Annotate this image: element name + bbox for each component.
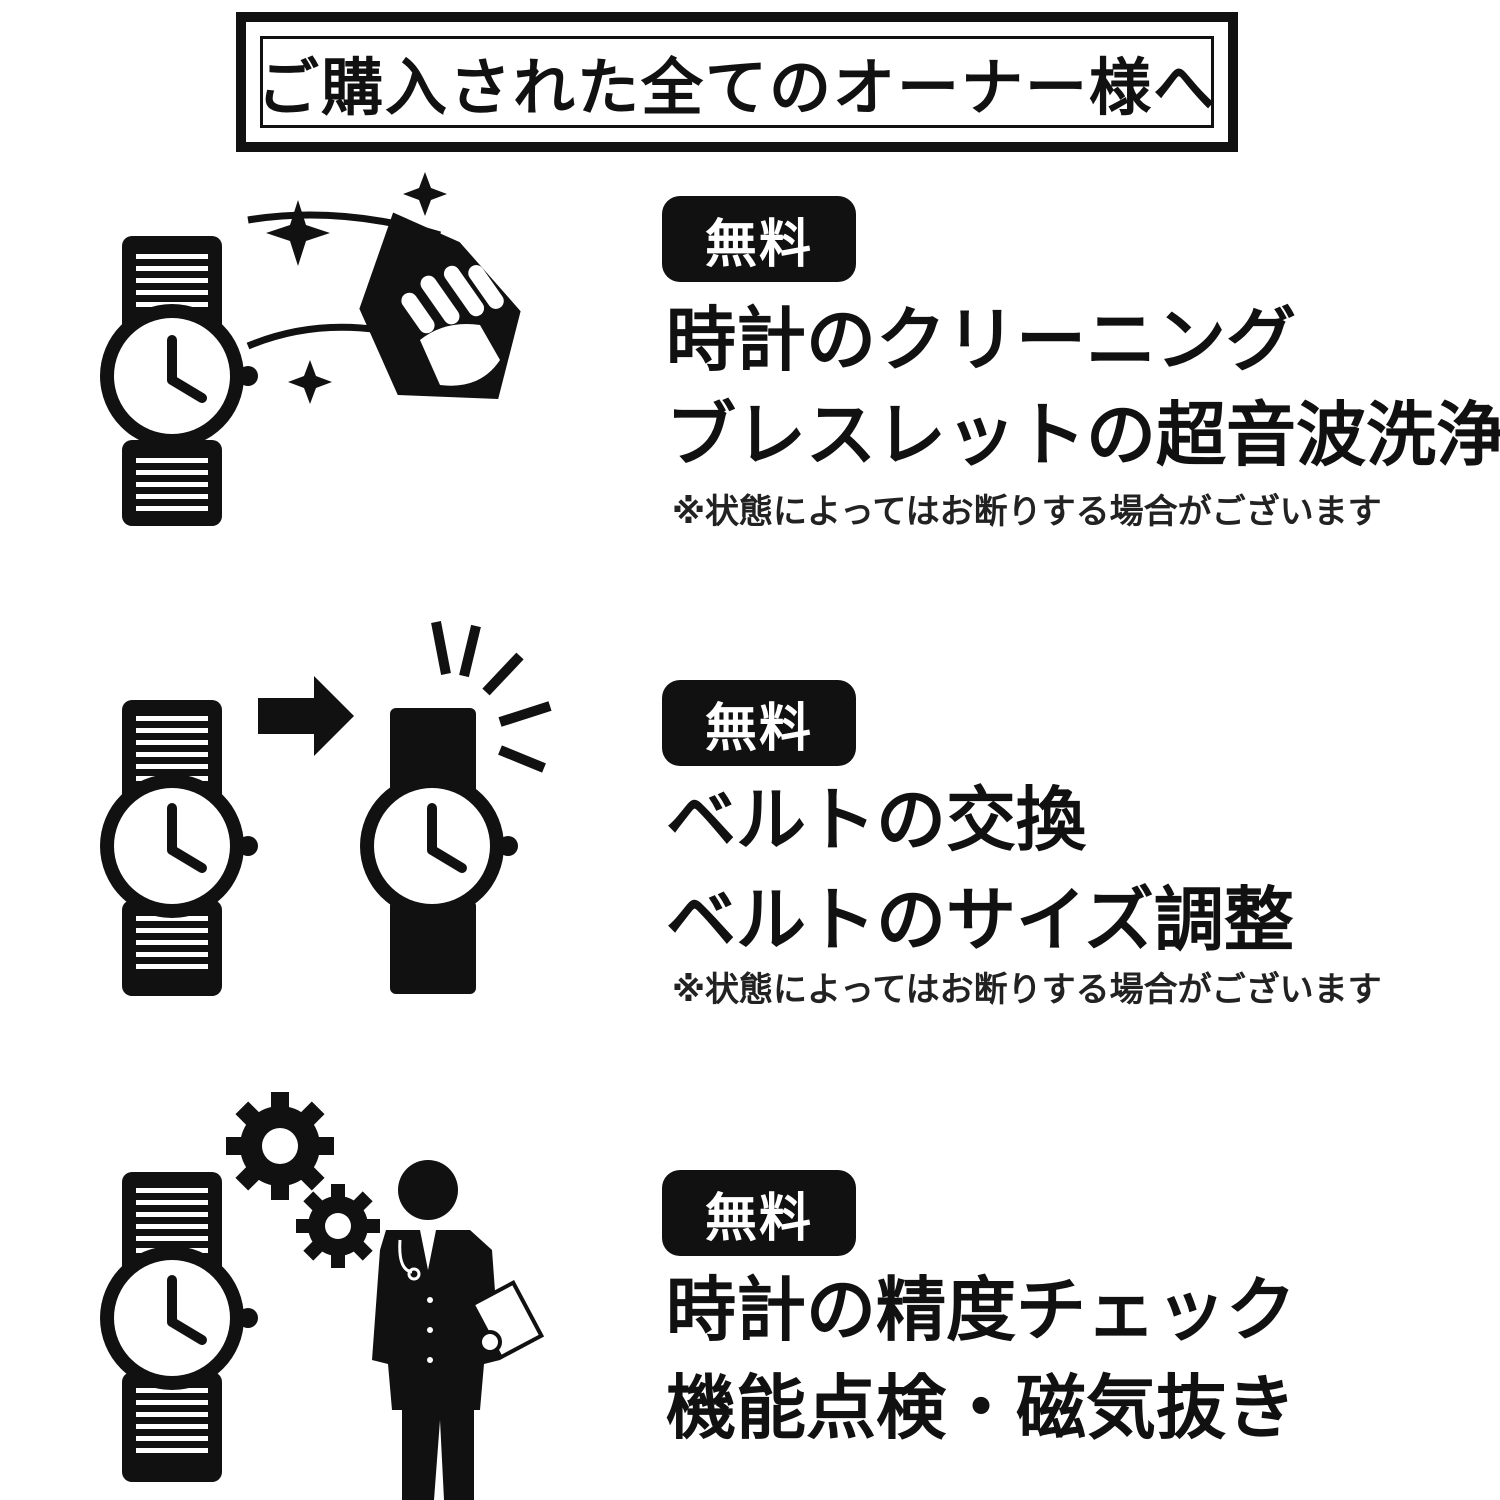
service-subtitle: 機能点検・磁気抜き	[666, 1367, 1296, 1449]
page-title: ご購入された全てのオーナー様へ	[257, 51, 1218, 124]
service-subtitle: ベルトのサイズ調整	[666, 879, 1294, 961]
service-title: 時計のクリーニング	[666, 299, 1296, 381]
service-note: ※状態によってはお断りする場合がございます	[672, 970, 1382, 1010]
belt-exchange-icon	[80, 610, 580, 1030]
service-note: ※状態によってはお断りする場合がございます	[672, 492, 1382, 532]
title-inner-frame: ご購入された全てのオーナー様へ	[257, 36, 1218, 128]
precision-check-icon	[80, 1080, 580, 1500]
watch-cleaning-icon	[80, 150, 580, 570]
free-badge: 無料	[662, 1170, 856, 1256]
free-badge: 無料	[662, 196, 856, 282]
free-badge: 無料	[662, 680, 856, 766]
title-frame: ご購入された全てのオーナー様へ	[236, 12, 1238, 152]
service-title: ベルトの交換	[666, 779, 1086, 861]
service-subtitle: ブレスレットの超音波洗浄	[666, 394, 1500, 476]
service-title: 時計の精度チェック	[666, 1269, 1296, 1351]
